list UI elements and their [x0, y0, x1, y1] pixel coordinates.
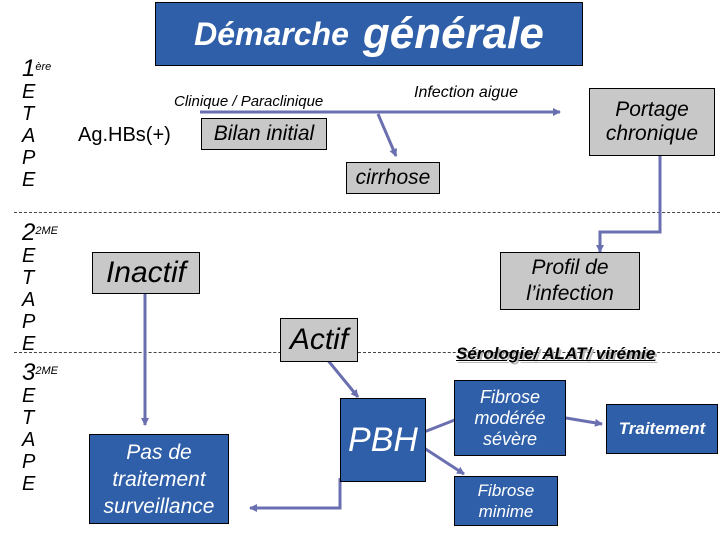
pas-de-traitement-box: Pas de traitement surveillance — [89, 434, 229, 524]
stage-1-label: 1ère E T A P E — [22, 55, 52, 192]
stage-letter: E — [22, 81, 36, 103]
fibrose-moderee-box: Fibrose modérée sévère — [454, 380, 566, 456]
fibrose-minime-box: Fibrose minime — [454, 476, 558, 526]
stage-separator-2 — [14, 352, 720, 353]
actif-box: Actif — [280, 318, 358, 362]
bilan-initial-box: Bilan initial — [201, 118, 327, 150]
title-word-1: Démarche — [194, 15, 349, 52]
stage-1-number: 1 — [22, 55, 36, 82]
stage-letter: E — [22, 169, 36, 191]
arrow-fibrose-to-traitement — [565, 416, 603, 427]
stage-letter: A — [22, 429, 36, 451]
stage-letter: T — [22, 267, 35, 289]
stage-letter: A — [22, 289, 36, 311]
serologie-label: Sérologie/ ALAT/ virémie — [456, 344, 656, 363]
stage-letter: A — [22, 125, 36, 147]
cirrhose-box: cirrhose — [346, 162, 440, 194]
inactif-box: Inactif — [92, 252, 200, 294]
stage-letter: E — [22, 385, 36, 407]
stage-2-suffix: 2ME — [35, 225, 58, 237]
portage-chronique-box: Portage chronique — [589, 88, 715, 156]
stage-letter: E — [22, 333, 36, 355]
pbh-box: PBH — [340, 398, 426, 482]
stage-letter: E — [22, 245, 36, 267]
stage-3-label: 32ME E T A P E — [22, 359, 58, 496]
title-box: Démarche générale — [155, 2, 583, 66]
traitement-box: Traitement — [606, 404, 718, 454]
stage-letter: E — [22, 473, 36, 495]
arrow-pbh-to-fibrose-minime — [423, 446, 465, 476]
stage-3-number: 3 — [22, 359, 36, 386]
arrow-to-cirrhose — [376, 113, 398, 157]
stage-letter: T — [22, 103, 35, 125]
stage-1-suffix: ère — [35, 61, 52, 73]
arrow-portage-to-profil — [596, 152, 662, 253]
stage-letter: P — [22, 147, 36, 169]
stage-separator-1 — [14, 212, 720, 213]
stage-3-suffix: 2ME — [35, 365, 58, 377]
stage-letter: P — [22, 311, 36, 333]
stage-2-number: 2 — [22, 219, 36, 246]
aghbs-label: Ag.HBs(+) — [78, 124, 171, 146]
infection-aigue-label: Infection aigue — [414, 84, 519, 101]
clinique-label: Clinique / Paraclinique — [174, 93, 324, 110]
stage-letter: T — [22, 407, 35, 429]
arrow-pbh-to-pas-traitement — [249, 478, 342, 512]
arrow-actif-to-pbh — [324, 357, 360, 398]
title-word-2: générale — [362, 9, 544, 58]
stage-2-label: 22ME E T A P E — [22, 219, 58, 356]
stage-letter: P — [22, 451, 36, 473]
profil-infection-box: Profil de l’infection — [500, 252, 640, 310]
